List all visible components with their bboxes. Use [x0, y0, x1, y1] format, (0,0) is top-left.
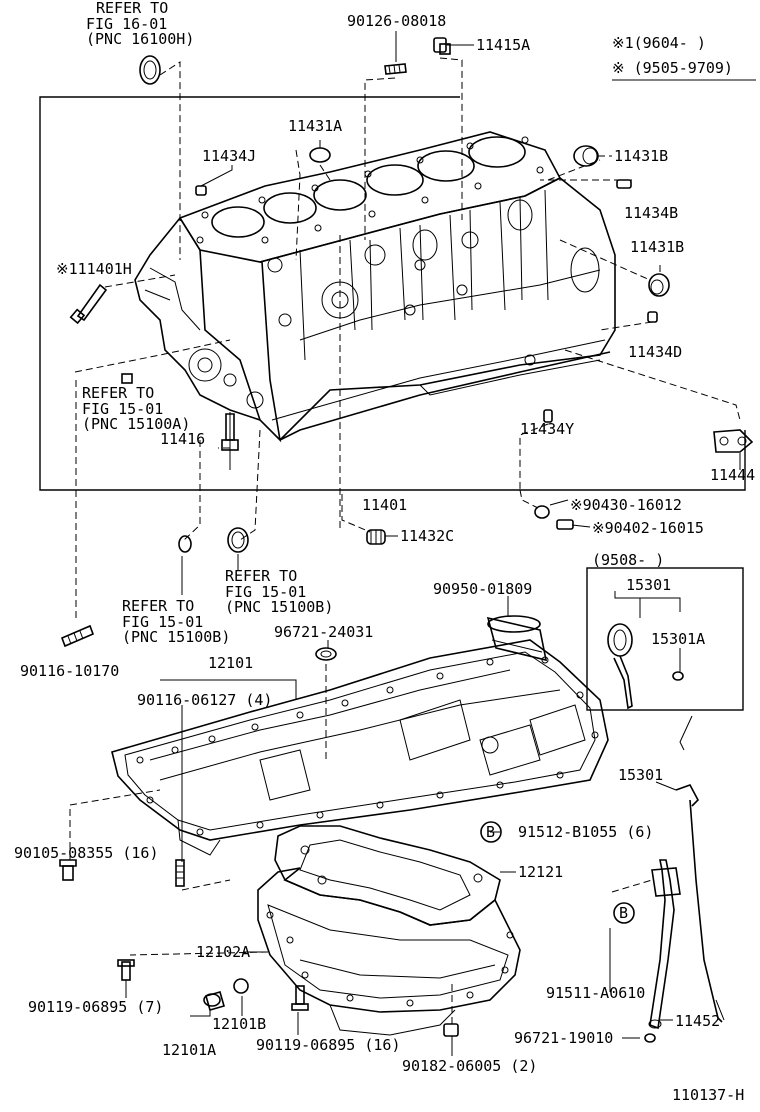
oring-refer-16	[139, 55, 161, 85]
gasket-96721-19010	[644, 1033, 656, 1043]
part-label: 11434D	[628, 343, 682, 361]
plug-11432c	[366, 529, 386, 545]
refer-label: FIG 15-01	[225, 583, 306, 601]
refer-label: FIG 15-01	[82, 400, 163, 418]
refer-label: REFER TO	[122, 597, 194, 615]
refer-label: FIG 16-01	[86, 15, 167, 33]
part-label: 11434J	[202, 147, 256, 165]
part-label: 11434B	[624, 204, 678, 222]
bolt-90105-08355	[59, 859, 77, 881]
plug-11431b-top	[573, 145, 599, 167]
refer-label: FIG 15-01	[122, 613, 203, 631]
callout-b-label: B	[619, 904, 628, 922]
dipstick-date-box	[586, 567, 744, 711]
bolt-111401h	[69, 283, 108, 325]
part-label: 96721-19010	[514, 1029, 613, 1047]
bolt-90119-06895-7	[117, 959, 135, 981]
callout-b-marker	[480, 821, 502, 843]
drain-plug-12101a	[203, 991, 225, 1011]
refer-label: (PNC 15100B)	[122, 628, 230, 646]
part-label: 11434Y	[520, 420, 574, 438]
bolt-90402-16015	[556, 519, 574, 530]
oring-refer-15b-left	[178, 535, 192, 553]
pin-11434y	[543, 409, 553, 423]
cylinder-block	[134, 131, 616, 443]
stud-90116-06127	[175, 859, 185, 887]
leader-lines	[69, 31, 741, 1056]
callout-b-marker	[613, 902, 635, 924]
part-label: 12101A	[162, 1041, 216, 1059]
part-label: 90119-06895 (7)	[28, 998, 163, 1016]
plug-11431a	[309, 147, 331, 163]
part-label: ※111401H	[56, 260, 132, 278]
stud-90126-08018	[384, 63, 407, 75]
plug-11431b-mid	[648, 273, 670, 297]
pin-11434j	[195, 185, 207, 196]
part-label: 11444	[710, 466, 755, 484]
part-label: 11416	[160, 430, 205, 448]
pin-refer-15a	[121, 373, 133, 384]
plug-11415a	[433, 37, 451, 55]
refer-label: (PNC 15100B)	[225, 598, 333, 616]
part-label: 90126-08018	[347, 12, 446, 30]
part-label: 90950-01809	[433, 580, 532, 598]
figure-id: 110137-H	[672, 1086, 744, 1104]
refer-label: REFER TO	[96, 0, 168, 17]
gasket-12101b	[233, 978, 249, 994]
part-label: ※90430-16012	[570, 496, 682, 514]
note-label: ※ (9505-9709)	[612, 59, 733, 77]
part-label: 90119-06895 (16)	[256, 1036, 401, 1054]
part-label: 12101	[208, 654, 253, 672]
oil-pan-lower-12102a	[257, 867, 521, 1036]
part-label: 90116-06127 (4)	[137, 691, 272, 709]
part-label: 91511-A0610	[546, 984, 645, 1002]
part-label: 11401	[362, 496, 407, 514]
refer-label: (PNC 15100A)	[82, 415, 190, 433]
date-label: (9508- )	[592, 551, 664, 569]
part-label: 11452	[675, 1012, 720, 1030]
bolt-90119-06895-16	[291, 985, 309, 1011]
callout-b-label: B	[486, 823, 495, 841]
pin-11434b	[616, 179, 632, 189]
part-label: ※90402-16015	[592, 519, 704, 537]
part-label: 90182-06005 (2)	[402, 1057, 537, 1075]
part-label: 11431B	[630, 238, 684, 256]
gasket-96721-24031	[315, 647, 337, 661]
oil-filler-cap-90950	[486, 615, 548, 662]
oil-pan-upper-12101	[111, 639, 609, 856]
refer-label: REFER TO	[225, 567, 297, 585]
part-label: 11431A	[288, 117, 342, 135]
part-label: 11432C	[400, 527, 454, 545]
nut-90182-06005	[443, 1023, 459, 1037]
part-label: 12121	[518, 863, 563, 881]
stud-90116-10170	[60, 624, 95, 648]
part-label: 15301A	[651, 630, 705, 648]
dipstick-15301	[675, 784, 725, 1023]
part-label: 90116-10170	[20, 662, 119, 680]
refer-label: REFER TO	[82, 384, 154, 402]
part-label: 15301	[618, 766, 663, 784]
bracket-11444	[713, 429, 754, 453]
oring-refer-15b-right	[227, 527, 249, 553]
part-label: 96721-24031	[274, 623, 373, 641]
baffle-plate-12121	[274, 825, 501, 926]
part-label: 12101B	[212, 1015, 266, 1033]
refer-label: (PNC 16100H)	[86, 30, 194, 48]
dipstick-guide-11452	[648, 859, 681, 1030]
part-label: 90105-08355 (16)	[14, 844, 159, 862]
note-label: ※1(9604- )	[612, 34, 706, 52]
part-label: 91512-B1055 (6)	[518, 823, 653, 841]
part-label: 11415A	[476, 36, 530, 54]
part-label: 11431B	[614, 147, 668, 165]
part-label: 15301	[626, 576, 671, 594]
dipstick-15301-detail	[607, 623, 684, 710]
plug-90430-16012	[534, 505, 550, 519]
pin-11434d	[647, 311, 658, 323]
part-label: 12102A	[196, 943, 250, 961]
